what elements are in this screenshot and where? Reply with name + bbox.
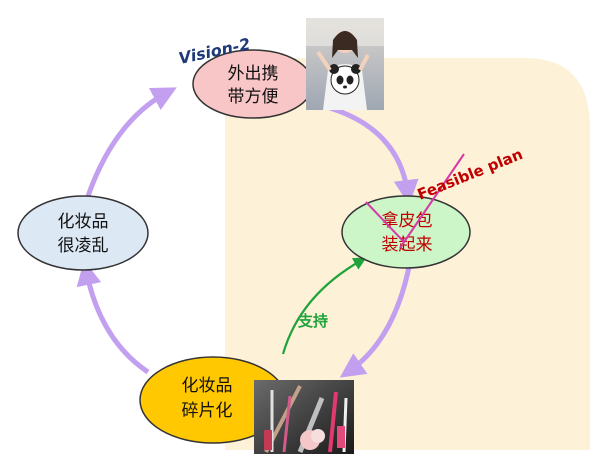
bottom-photo — [254, 380, 354, 454]
node-bottom-line2: 碎片化 — [182, 401, 233, 421]
arrow-top-to-right — [329, 105, 419, 205]
node-left-line1: 化妆品 — [58, 212, 109, 232]
arrow-left-to-top — [85, 87, 177, 197]
top-photo — [306, 18, 384, 110]
strike-line-1 — [365, 201, 405, 243]
node-right-line2: 装起来 — [382, 235, 433, 255]
node-right-line1: 拿皮包 — [382, 210, 433, 231]
node-top-line2: 带方便 — [228, 87, 279, 107]
node-right-ellipse — [341, 195, 471, 269]
strike-line-2 — [399, 153, 465, 249]
arrow-right-to-bottom — [339, 261, 413, 378]
node-left-line2: 很凌乱 — [58, 236, 109, 256]
support-label: 支持 — [297, 312, 328, 330]
node-bottom-line1: 化妆品 — [182, 376, 233, 396]
node-top-line1: 外出携 — [228, 64, 279, 84]
support-arrow — [281, 257, 367, 355]
node-left-ellipse — [17, 195, 149, 271]
arrow-bottom-to-left — [76, 260, 150, 375]
